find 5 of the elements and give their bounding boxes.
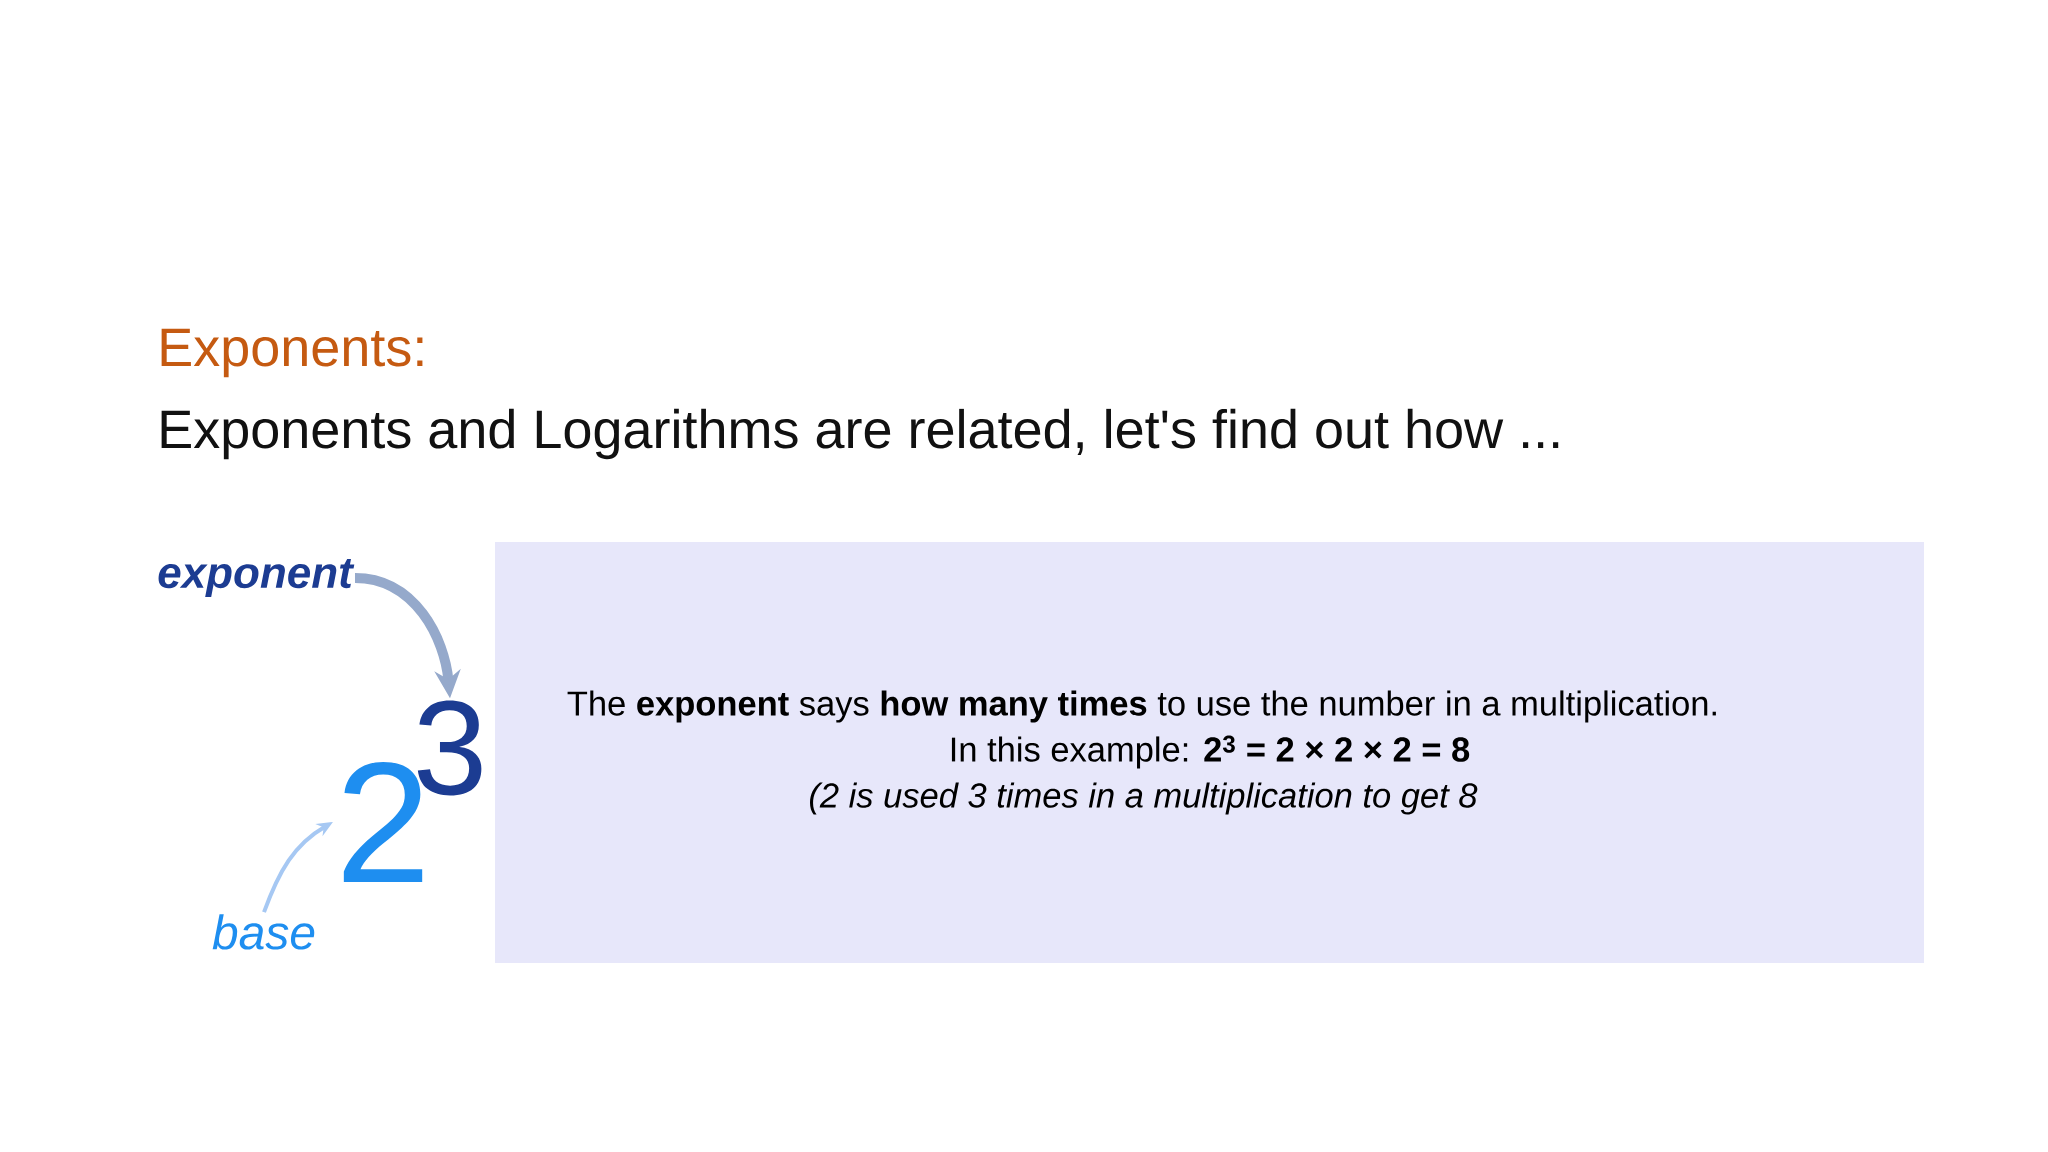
exponent-label: exponent [158,559,355,597]
base-label: base [212,914,315,950]
subtitle: Exponents and Logarithms are related, let's find out how ... [161,408,1559,460]
title: Exponents: [161,328,423,378]
text-box: The exponent says how many times to use the number in a multiplication. In this example: 2$^{3}$ = 2 × 2 × 2 = 8 (2 is used 3 times in a multiplication to get 8 [495,542,1924,963]
